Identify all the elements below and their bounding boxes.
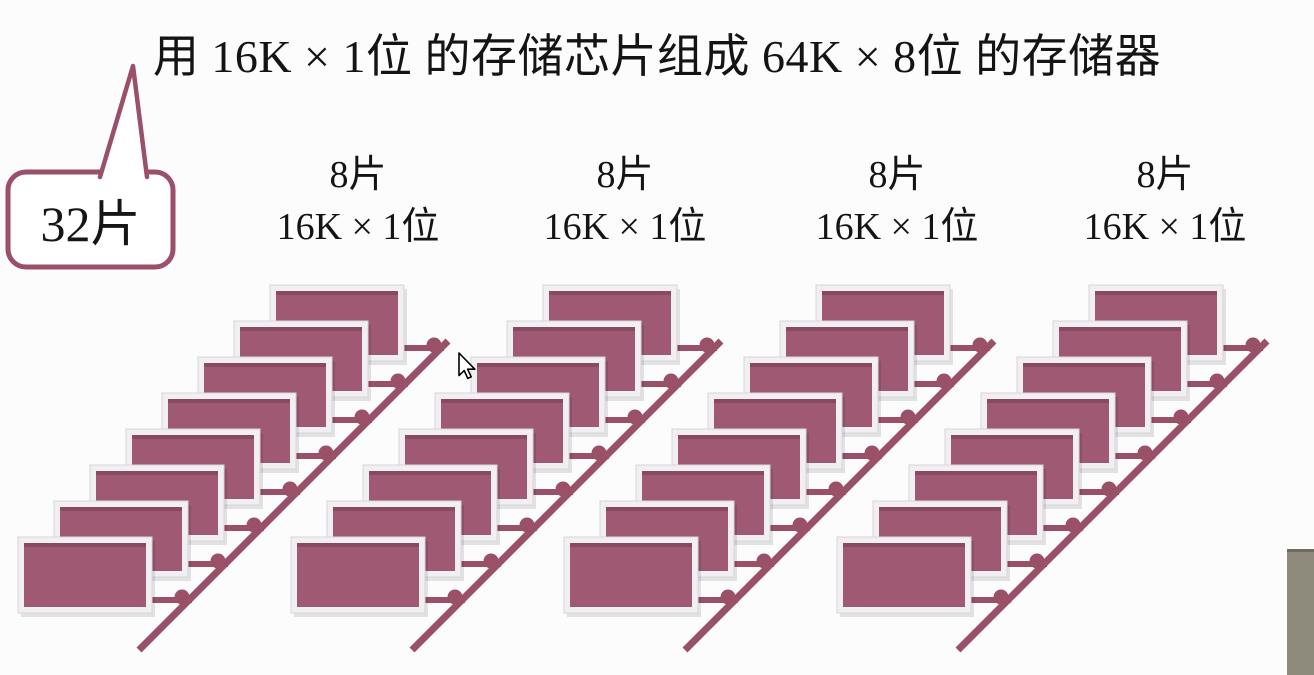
- memory-chip-top-edge: [204, 363, 326, 367]
- chip-group: [290, 284, 724, 653]
- memory-chip-top-edge: [369, 471, 491, 475]
- connection-node: [1101, 481, 1117, 497]
- memory-chip-top-edge: [276, 291, 398, 295]
- memory-chip-top-edge: [606, 507, 728, 511]
- callout-bubble: [5, 63, 176, 270]
- chip-group: [563, 284, 997, 653]
- group-label: 8片 16K × 1位: [208, 149, 508, 253]
- group-chip-count-label: 8片: [868, 154, 926, 196]
- chip-group: [17, 284, 451, 653]
- connection-node: [174, 589, 190, 605]
- connection-node: [756, 553, 772, 569]
- chip-group: [836, 284, 1270, 653]
- memory-chip: [843, 543, 965, 607]
- connection-node: [1029, 553, 1045, 569]
- connection-node: [1209, 373, 1225, 389]
- connection-node: [555, 481, 571, 497]
- memory-chip-top-edge: [441, 399, 563, 403]
- memory-chip-top-edge: [297, 543, 419, 547]
- group-label: 8片 16K × 1位: [475, 149, 775, 253]
- connection-node: [1137, 445, 1153, 461]
- memory-chip-top-edge: [1023, 363, 1145, 367]
- connection-node: [663, 373, 679, 389]
- group-label: 8片 16K × 1位: [1015, 149, 1314, 253]
- memory-chip-top-edge: [843, 543, 965, 547]
- connection-node: [1245, 337, 1261, 353]
- memory-chip-top-edge: [714, 399, 836, 403]
- memory-chip-top-edge: [786, 327, 908, 331]
- memory-chip-top-edge: [678, 435, 800, 439]
- memory-chip: [24, 543, 146, 607]
- memory-chip-top-edge: [1095, 291, 1217, 295]
- connection-node: [720, 589, 736, 605]
- connection-node: [993, 589, 1009, 605]
- callout-box: [5, 169, 176, 270]
- group-chip-count-label: 8片: [1136, 154, 1194, 196]
- memory-chip-top-edge: [60, 507, 182, 511]
- memory-chip-top-edge: [168, 399, 290, 403]
- connection-node: [936, 373, 952, 389]
- connection-node: [483, 553, 499, 569]
- connection-node: [900, 409, 916, 425]
- connection-node: [318, 445, 334, 461]
- memory-chip-top-edge: [879, 507, 1001, 511]
- connection-node: [519, 517, 535, 533]
- memory-chip-top-edge: [951, 435, 1073, 439]
- corner-overlay: [1287, 549, 1314, 675]
- connection-node: [627, 409, 643, 425]
- connection-node: [828, 481, 844, 497]
- callout-tail: [97, 63, 150, 180]
- group-chip-count-label: 8片: [596, 154, 654, 196]
- group-chip-count-label: 8片: [329, 154, 387, 196]
- memory-chip-top-edge: [915, 471, 1037, 475]
- connection-node: [426, 337, 442, 353]
- memory-chip-top-edge: [513, 327, 635, 331]
- memory-chip: [297, 543, 419, 607]
- memory-chip-top-edge: [1059, 327, 1181, 331]
- memory-chip-top-edge: [570, 543, 692, 547]
- connection-node: [591, 445, 607, 461]
- connection-node: [354, 409, 370, 425]
- memory-chip-top-edge: [333, 507, 455, 511]
- callout-label: 32片: [40, 195, 141, 252]
- memory-chip-top-edge: [477, 363, 599, 367]
- connection-node: [282, 481, 298, 497]
- connection-node: [390, 373, 406, 389]
- connection-node: [210, 553, 226, 569]
- group-chip-size-label: 16K × 1位: [1083, 206, 1247, 248]
- connection-node: [1065, 517, 1081, 533]
- connection-node: [699, 337, 715, 353]
- memory-chip-top-edge: [642, 471, 764, 475]
- memory-chip-top-edge: [987, 399, 1109, 403]
- connection-node: [246, 517, 262, 533]
- connection-node: [1173, 409, 1189, 425]
- memory-chip-top-edge: [96, 471, 218, 475]
- connection-node: [864, 445, 880, 461]
- memory-chip-top-edge: [750, 363, 872, 367]
- connection-node: [447, 589, 463, 605]
- group-chip-size-label: 16K × 1位: [276, 206, 440, 248]
- memory-chip: [570, 543, 692, 607]
- slide-title: 用 16K × 1位 的存储芯片组成 64K × 8位 的存储器: [152, 31, 1162, 82]
- memory-chip-top-edge: [240, 327, 362, 331]
- memory-chip-top-edge: [132, 435, 254, 439]
- memory-chip-top-edge: [405, 435, 527, 439]
- group-chip-size-label: 16K × 1位: [815, 206, 979, 248]
- memory-chip-top-edge: [24, 543, 146, 547]
- mouse-cursor-shape: [458, 352, 476, 380]
- memory-chip-top-edge: [822, 291, 944, 295]
- group-label: 8片 16K × 1位: [747, 149, 1047, 253]
- connection-node: [792, 517, 808, 533]
- connection-node: [972, 337, 988, 353]
- memory-chip-top-edge: [549, 291, 671, 295]
- group-chip-size-label: 16K × 1位: [543, 206, 707, 248]
